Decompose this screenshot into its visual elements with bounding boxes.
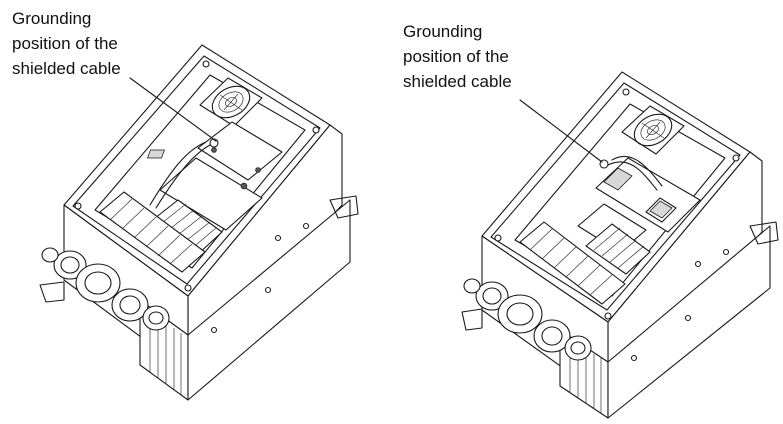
right-mount-foot-right	[749, 221, 779, 245]
right-label-line-1: Grounding	[403, 22, 483, 41]
left-grounding-label: Grounding position of the shielded cable	[12, 6, 121, 81]
left-screws	[74, 60, 320, 334]
left-board-chip	[146, 149, 165, 159]
left-label-line-2: position of the	[12, 34, 118, 53]
left-enclosure-inner-rim	[72, 55, 321, 285]
left-gland-2	[75, 263, 121, 303]
left-mount-foot-right	[329, 195, 359, 219]
right-gland-small	[463, 278, 481, 294]
right-busbar-body	[519, 221, 626, 305]
right-gland-1	[475, 281, 509, 311]
left-inverter-drawing	[39, 44, 359, 401]
right-board-connector	[603, 167, 633, 191]
left-cable-glands	[41, 247, 170, 331]
left-gland-3	[111, 288, 149, 322]
right-mount-foot-left	[461, 308, 483, 331]
right-cable-glands	[463, 278, 592, 361]
left-label-line-3: shielded cable	[12, 59, 121, 78]
left-busbar	[99, 191, 206, 273]
right-grounding-label: Grounding position of the shielded cable	[403, 19, 512, 94]
right-inverter-drawing	[461, 71, 779, 419]
right-terminal-block	[585, 223, 651, 275]
right-cooling-fan	[621, 105, 685, 155]
left-cooling-fan	[199, 77, 263, 127]
right-gland-4	[564, 335, 592, 361]
right-terminal-body	[585, 223, 651, 275]
left-board-top	[197, 121, 283, 181]
right-label-line-3: shielded cable	[403, 72, 512, 91]
right-gland-3	[533, 319, 571, 353]
left-leader-line	[129, 77, 217, 142]
right-enclosure-inner-rim	[490, 82, 741, 311]
right-screws	[494, 88, 740, 362]
left-label-line-1: Grounding	[12, 9, 92, 28]
right-gland-2	[497, 294, 543, 334]
right-shielded-cable	[611, 155, 663, 187]
left-mount-foot-left	[39, 281, 65, 303]
right-label-line-2: position of the	[403, 47, 509, 66]
left-heatsink-side	[187, 199, 351, 401]
left-gland-1	[53, 250, 87, 280]
right-busbar	[519, 221, 626, 305]
left-gland-4	[142, 305, 170, 331]
left-shielded-cable	[149, 141, 207, 206]
left-busbar-body	[99, 191, 206, 273]
right-leader-line	[519, 99, 603, 163]
right-heatsink-side	[607, 225, 771, 419]
left-gland-small	[41, 247, 59, 263]
